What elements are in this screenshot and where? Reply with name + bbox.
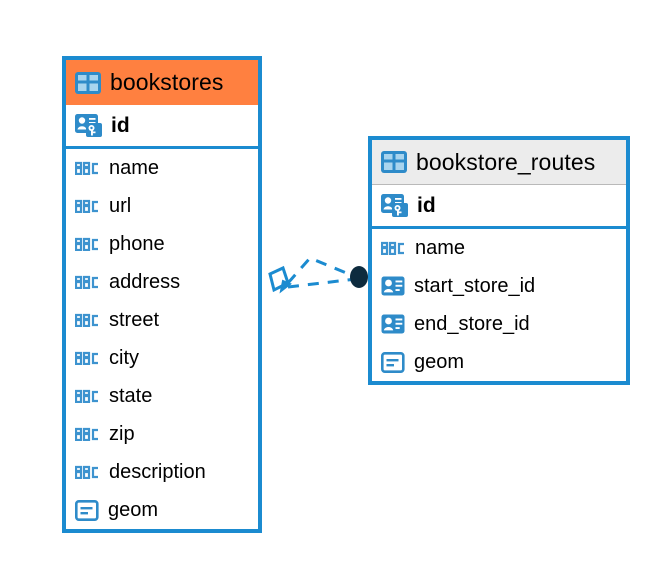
field-row-name[interactable]: name xyxy=(66,149,258,187)
field-row-phone[interactable]: phone xyxy=(66,225,258,263)
abc-text-icon xyxy=(74,427,100,442)
abc-text-icon xyxy=(74,351,100,366)
field-name: end_store_id xyxy=(414,312,530,335)
field-name: id xyxy=(417,193,436,217)
field-name: description xyxy=(109,460,206,483)
entity-header-bookstores[interactable]: bookstores xyxy=(66,60,258,105)
field-row-end-store-id[interactable]: end_store_id xyxy=(372,305,626,343)
foreign-key-icon xyxy=(381,276,405,296)
field-name: id xyxy=(111,113,130,137)
abc-text-icon xyxy=(380,241,406,256)
relationship-lines xyxy=(286,256,357,289)
field-name: geom xyxy=(108,498,159,521)
field-row-description[interactable]: description xyxy=(66,453,258,491)
abc-text-icon xyxy=(74,465,100,480)
abc-text-icon xyxy=(74,389,100,404)
field-name: start_store_id xyxy=(414,274,536,297)
abc-text-icon xyxy=(74,275,100,290)
entity-table-bookstores[interactable]: bookstores xyxy=(62,56,262,533)
field-row-street[interactable]: street xyxy=(66,301,258,339)
primary-key-icon xyxy=(381,194,408,217)
field-name: state xyxy=(109,384,153,407)
abc-text-icon xyxy=(74,237,100,252)
geometry-icon xyxy=(74,499,99,521)
field-row-name[interactable]: name xyxy=(372,229,626,267)
abc-text-icon xyxy=(74,161,100,176)
field-row-geom[interactable]: geom xyxy=(66,491,258,529)
field-row-state[interactable]: state xyxy=(66,377,258,415)
field-list-bookstore-routes: id name xyxy=(372,185,626,381)
crows-foot-marker xyxy=(268,265,292,294)
field-row-city[interactable]: city xyxy=(66,339,258,377)
field-row-zip[interactable]: zip xyxy=(66,415,258,453)
field-name: name xyxy=(109,156,160,179)
field-list-bookstores: id name xyxy=(66,105,258,529)
field-row-geom[interactable]: geom xyxy=(372,343,626,381)
field-row-address[interactable]: address xyxy=(66,263,258,301)
field-name: name xyxy=(415,236,466,259)
field-name: geom xyxy=(414,350,465,373)
field-row-start-store-id[interactable]: start_store_id xyxy=(372,267,626,305)
field-row-id[interactable]: id xyxy=(66,105,258,149)
field-name: city xyxy=(109,346,139,369)
filled-circle-marker xyxy=(350,266,368,288)
entity-title: bookstore_routes xyxy=(416,148,596,175)
field-row-url[interactable]: url xyxy=(66,187,258,225)
field-name: zip xyxy=(109,422,135,445)
primary-key-icon xyxy=(75,114,102,137)
field-name: address xyxy=(109,270,181,293)
entity-header-bookstore-routes[interactable]: bookstore_routes xyxy=(372,140,626,185)
entity-table-bookstore-routes[interactable]: bookstore_routes xyxy=(368,136,630,385)
abc-text-icon xyxy=(74,199,100,214)
field-name: street xyxy=(109,308,160,331)
foreign-key-icon xyxy=(381,314,405,334)
entity-title: bookstores xyxy=(110,69,224,95)
field-name: url xyxy=(109,194,132,217)
table-icon xyxy=(75,71,101,94)
field-name: phone xyxy=(109,232,165,255)
abc-text-icon xyxy=(74,313,100,328)
field-row-id[interactable]: id xyxy=(372,185,626,229)
geometry-icon xyxy=(380,351,405,373)
table-icon xyxy=(381,151,407,173)
